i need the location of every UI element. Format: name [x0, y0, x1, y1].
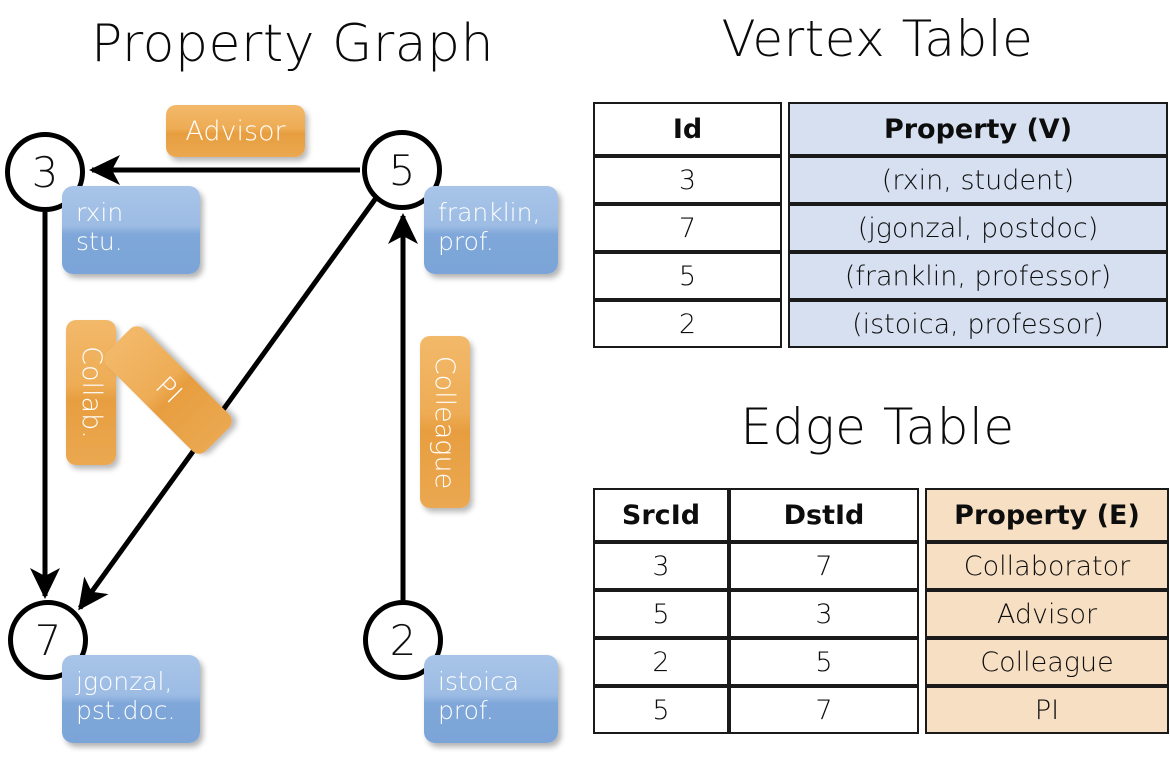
edge-table-header-property: Property (E) [925, 488, 1169, 542]
edge-cell-dstid: 7 [729, 686, 919, 734]
edge-table-header-row: SrcId DstId Property (E) [593, 488, 1169, 542]
vertex-property-box-7: jgonzal, pst.doc. [62, 655, 200, 743]
graph-node-5[interactable]: 5 [362, 130, 442, 210]
graph-node-7-label: 7 [34, 615, 62, 665]
table-row[interactable]: 5 (franklin, professor) [593, 252, 1168, 300]
vertex-cell-property: (franklin, professor) [788, 252, 1168, 300]
table-row[interactable]: 2 (istoica, professor) [593, 300, 1168, 348]
edge-table-header-srcid: SrcId [593, 488, 729, 542]
edge-label-advisor: Advisor [166, 105, 305, 157]
property-graph-panel: Property Graph 3 5 7 2 rxin stu. frankli… [5, 14, 558, 743]
vertex-table-header-property: Property (V) [788, 102, 1168, 156]
page-title-edge-table: Edge Table [740, 398, 1015, 456]
edge-cell-property: Collaborator [925, 542, 1169, 590]
edge-cell-dstid: 5 [729, 638, 919, 686]
vertex-cell-id: 3 [593, 156, 782, 204]
vertex-property-box-2: istoica prof. [424, 655, 558, 743]
table-row[interactable]: 3 (rxin, student) [593, 156, 1168, 204]
vertex-table-header-row: Id Property (V) [593, 102, 1168, 156]
edge-cell-property: PI [925, 686, 1169, 734]
edge-label-collab-text: Collab. [75, 346, 107, 439]
vertex-property-box-5: franklin, prof. [424, 186, 558, 274]
edge-cell-srcid: 5 [593, 686, 729, 734]
edge-label-collab: Collab. [66, 320, 116, 465]
edge-5-to-7 [77, 196, 379, 611]
edge-label-colleague-text: Colleague [429, 355, 461, 489]
graph-node-2-label: 2 [389, 615, 417, 665]
table-row[interactable]: 7 (jgonzal, postdoc) [593, 204, 1168, 252]
vertex-property-3-line2: stu. [76, 227, 123, 256]
graph-node-3-label: 3 [31, 147, 59, 197]
edge-table: SrcId DstId Property (E) 3 7 Collaborato… [593, 488, 1169, 734]
edge-cell-srcid: 3 [593, 542, 729, 590]
vertex-property-3-line1: rxin [76, 198, 124, 227]
vertex-property-7-line2: pst.doc. [76, 696, 176, 725]
vertex-cell-property: (rxin, student) [788, 156, 1168, 204]
vertex-property-2-line1: istoica [438, 667, 520, 696]
edge-cell-srcid: 5 [593, 590, 729, 638]
vertex-cell-property: (istoica, professor) [788, 300, 1168, 348]
edge-cell-dstid: 3 [729, 590, 919, 638]
table-row[interactable]: 3 7 Collaborator [593, 542, 1169, 590]
vertex-property-box-3: rxin stu. [62, 186, 200, 274]
vertex-table: Id Property (V) 3 (rxin, student) 7 (jgo… [593, 102, 1168, 348]
graph-edges-svg [30, 155, 418, 611]
edge-cell-dstid: 7 [729, 542, 919, 590]
page-title-vertex-table: Vertex Table [721, 10, 1034, 68]
edge-table-header-dstid: DstId [729, 488, 919, 542]
vertex-cell-id: 7 [593, 204, 782, 252]
vertex-cell-property: (jgonzal, postdoc) [788, 204, 1168, 252]
edge-cell-srcid: 2 [593, 638, 729, 686]
edge-label-advisor-text: Advisor [185, 115, 286, 147]
vertex-property-7-line1: jgonzal, [76, 667, 173, 696]
graph-node-5-label: 5 [388, 145, 416, 195]
table-row[interactable]: 5 3 Advisor [593, 590, 1169, 638]
vertex-property-5-line1: franklin, [438, 198, 541, 227]
vertex-cell-id: 5 [593, 252, 782, 300]
table-row[interactable]: 5 7 PI [593, 686, 1169, 734]
table-row[interactable]: 2 5 Colleague [593, 638, 1169, 686]
graph-node-2[interactable]: 2 [363, 600, 443, 680]
edge-cell-property: Colleague [925, 638, 1169, 686]
vertex-table-header-id: Id [593, 102, 782, 156]
vertex-property-2-line2: prof. [438, 696, 494, 725]
vertex-cell-id: 2 [593, 300, 782, 348]
page-title-property-graph: Property Graph [90, 14, 495, 74]
edge-label-pi-text: PI [148, 370, 188, 410]
edge-label-colleague: Colleague [420, 336, 470, 508]
edge-cell-property: Advisor [925, 590, 1169, 638]
vertex-property-5-line2: prof. [438, 227, 494, 256]
